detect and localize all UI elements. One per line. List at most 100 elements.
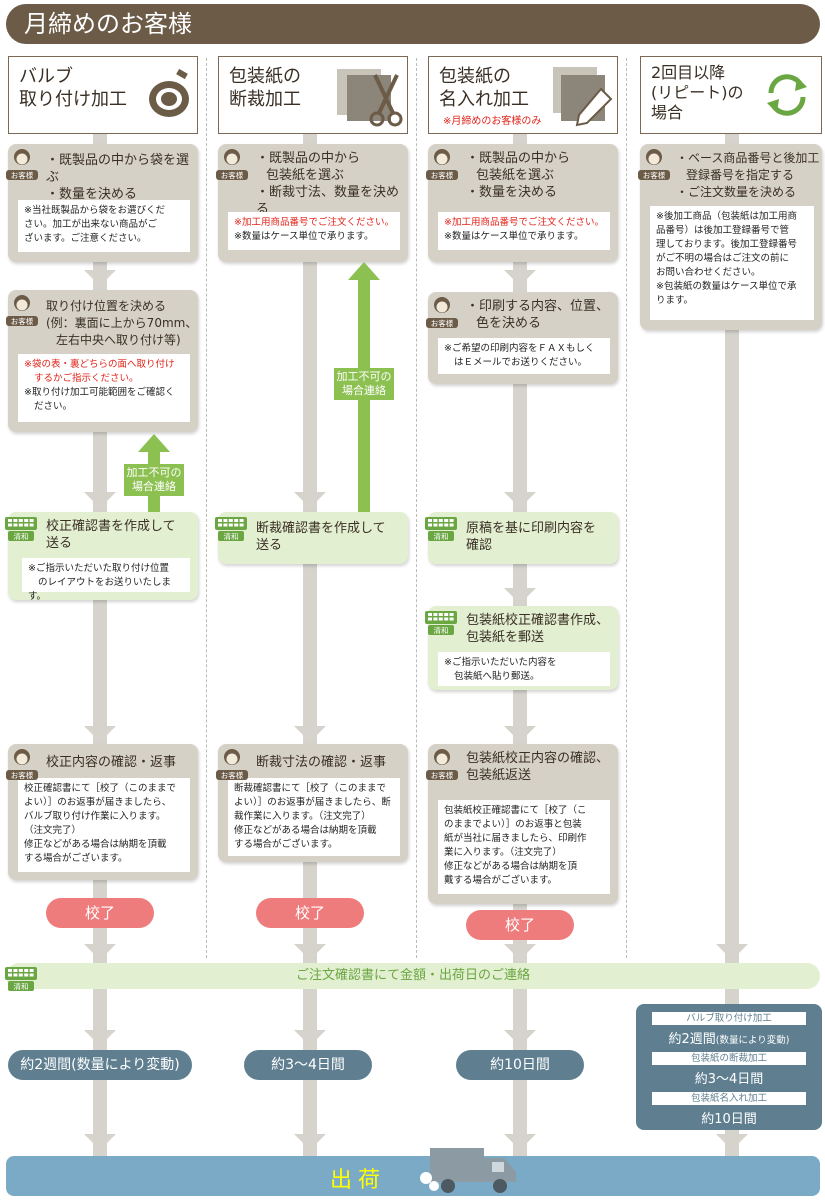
header-line: (リピート)の: [651, 83, 744, 102]
ng-label: 加工不可の場合連絡: [334, 368, 394, 400]
keyboard-icon: 清和: [4, 966, 38, 992]
arrow-down-icon: [84, 270, 116, 286]
step-select-paper: ・既製品の中から包装紙を選ぶ・断裁寸法、数量を決める ※加工用商品番号でご注文く…: [218, 144, 408, 262]
note-text: ださい。: [34, 401, 73, 412]
arrow-down-icon: [716, 1134, 748, 1150]
arrow-down-icon: [84, 726, 116, 742]
rep-value: 約3～4日間: [694, 1072, 764, 1087]
header-line: 2回目以降: [651, 63, 726, 82]
rep-value: 約2週間: [668, 1032, 716, 1047]
note-text: ※ご指示いただいた内容を: [444, 657, 557, 668]
header-note: ※月締めのお客様のみ: [443, 116, 542, 127]
note-text: 裁作業に入ります。（注文完了）: [234, 811, 371, 822]
header-line: 断裁加工: [229, 89, 301, 110]
arrow-down-icon: [84, 492, 116, 508]
label-text: 加工不可の: [336, 370, 392, 383]
step-text: 校正内容の確認・返事: [46, 755, 177, 770]
arrow-down-icon: [84, 1134, 116, 1150]
label-text: 加工不可の: [126, 466, 182, 479]
keyboard-icon: 清和: [214, 516, 248, 542]
tape-roll-icon: [149, 69, 189, 117]
flow-line: [725, 134, 739, 1156]
customer-icon: お客様: [216, 146, 248, 182]
step-text: 確認: [466, 538, 493, 553]
note-text: する場合がございます。: [24, 853, 128, 864]
note-text: 包装紙校正確認書にて［校了（こ: [444, 805, 587, 816]
arrow-up-icon: [138, 434, 170, 452]
note-text: よい）］のお返事が届きましたら、断: [234, 797, 391, 808]
duration-badge: 約10日間: [456, 1050, 584, 1080]
keyboard-icon: 清和: [424, 516, 458, 542]
arrow-down-icon: [504, 726, 536, 742]
header-line: 場合: [651, 103, 684, 122]
svg-text:お客様: お客様: [221, 170, 244, 180]
arrow-down-icon: [504, 492, 536, 508]
column-divider: [416, 58, 417, 958]
step-text: ・ベース商品番号と後加工: [676, 151, 820, 165]
step-repeat-order: ・ベース商品番号と後加工登録番号を指定する・ご注文数量を決める ※後加工商品（包…: [640, 144, 822, 330]
arrow-down-icon: [504, 944, 536, 960]
note-text: 修正などがある場合は納期を頂載: [24, 839, 167, 850]
customer-icon: お客様: [426, 746, 458, 782]
step-text: 包装紙返送: [466, 768, 532, 783]
svg-text:お客様: お客様: [431, 770, 454, 780]
note-text: ※当社既製品から袋をお選びくだ: [24, 205, 165, 216]
step-select-paper-print: ・既製品の中から包装紙を選ぶ・数量を決める ※加工用商品番号でご注文ください。※…: [428, 144, 618, 262]
note-text: ります。: [656, 295, 694, 306]
step-text: ・ご注文数量を決める: [676, 185, 797, 199]
note-text: ※加工用商品番号でご注文ください。: [444, 217, 604, 228]
keyboard-icon: 清和: [4, 516, 38, 542]
note-text: 業に入ります。（注文完了）: [444, 847, 562, 858]
header-cutting: 包装紙の断裁加工: [218, 56, 408, 134]
scissors-icon: [337, 69, 403, 127]
arrow-down-icon: [294, 492, 326, 508]
step-text: 登録番号を指定する: [686, 168, 795, 182]
repeat-icon: [767, 74, 807, 116]
note-text: ※ご希望の印刷内容をＦＡＸもしく: [444, 343, 595, 354]
note-text: 戴する場合がございます。: [444, 875, 558, 886]
arrow-down-icon: [504, 270, 536, 286]
arrow-down-icon: [716, 944, 748, 960]
step-text: 送る: [256, 538, 283, 553]
customer-icon: お客様: [638, 146, 670, 182]
arrow-down-icon: [84, 1030, 116, 1046]
svg-text:清和: 清和: [434, 625, 449, 635]
order-confirm-bar: ご注文確認書にて金額・出荷日のご連絡: [6, 963, 820, 989]
note-text: するかご指示ください。: [34, 373, 139, 384]
truck-icon: [420, 1148, 516, 1193]
done-badge: 校了: [256, 898, 364, 928]
label-text: 場合連絡: [132, 480, 176, 493]
step-text: 断裁寸法の確認・返事: [256, 755, 387, 770]
note-text: する場合がございます。: [234, 839, 338, 850]
note-text: 修正などがある場合は納期を頂載: [234, 825, 377, 836]
arrow-down-icon: [504, 1134, 536, 1150]
done-badge: 校了: [46, 898, 154, 928]
header-line: 名入れ加工: [439, 89, 529, 110]
header-line: バルブ: [19, 66, 73, 87]
svg-text:清和: 清和: [14, 531, 29, 541]
customer-icon: お客様: [216, 746, 248, 782]
note-text: 品番号）は後加工登録番号で管: [656, 225, 790, 236]
step-cut-check: 断裁寸法の確認・返事 断裁確認書にて［校了（このままでよい）］のお返事が届きまし…: [218, 744, 408, 862]
step-cut-proof-send: 断裁確認書を作成して送る: [218, 512, 408, 564]
header-repeat: 2回目以降(リピート)の場合: [640, 56, 822, 134]
step-text: 包装紙を選ぶ: [476, 168, 555, 183]
note-text: ※数量はケース単位で承ります。: [444, 231, 584, 242]
step-text: 左右中央へ取り付け等): [56, 333, 181, 347]
column-divider: [206, 58, 207, 958]
rep-label: 包装紙の断裁加工: [652, 1052, 806, 1065]
done-badge: 校了: [466, 910, 574, 940]
customer-icon: お客様: [6, 746, 38, 782]
note-text: 理しております。後加工登録番号: [656, 239, 797, 250]
note-text: ※包装紙の数量はケース単位で承: [656, 281, 797, 292]
note-text: ※取り付け加工可能範囲をご確認く: [24, 387, 175, 398]
step-position: 取り付け位置を決める(例：裏面に上から70mm、左右中央へ取り付け等) ※袋の表…: [8, 290, 198, 432]
customer-icon: お客様: [426, 294, 458, 330]
svg-text:清和: 清和: [14, 981, 29, 991]
step-text: 包装紙を郵送: [466, 630, 545, 645]
step-text: ・既製品の中から: [466, 151, 571, 166]
arrow-down-icon: [294, 1134, 326, 1150]
svg-text:お客様: お客様: [431, 170, 454, 180]
rep-value-note: (数量により変動): [715, 1035, 790, 1046]
step-confirm-draft: 原稿を基に印刷内容を確認: [428, 512, 618, 564]
